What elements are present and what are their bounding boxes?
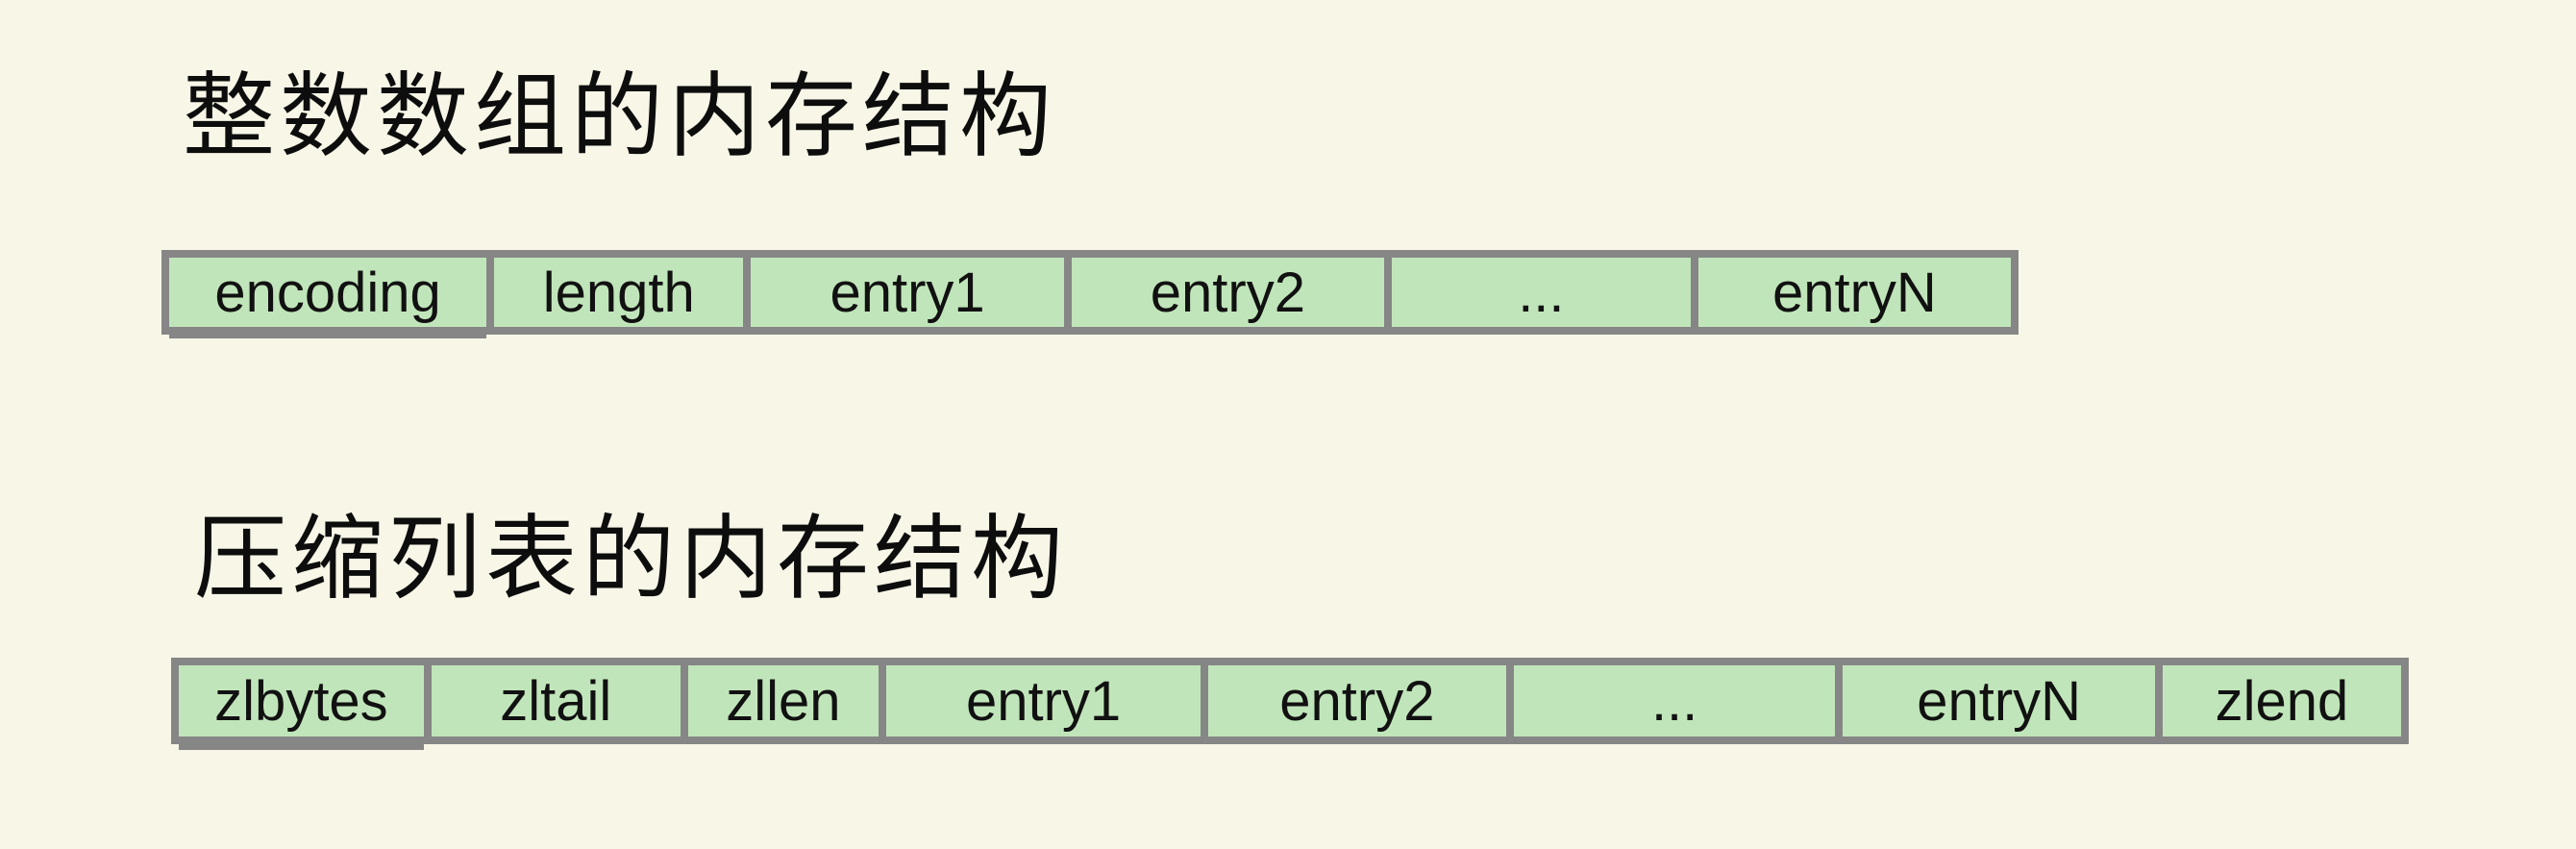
memory-cell: length xyxy=(494,258,744,327)
memory-cell: entry2 xyxy=(1207,665,1506,737)
memory-cell: entry2 xyxy=(1071,258,1384,327)
memory-cell: entry1 xyxy=(751,258,1064,327)
memory-cell: zltail xyxy=(431,665,681,737)
memory-cell: ... xyxy=(1513,665,1836,737)
ziplist-title: 压缩列表的内存结构 xyxy=(194,508,1068,611)
memory-cell: entryN xyxy=(1843,665,2155,737)
memory-cell: entry1 xyxy=(886,665,1201,737)
memory-cell: ... xyxy=(1392,258,1691,327)
intset-title: 整数数组的内存结构 xyxy=(183,65,1056,168)
memory-cell: zlend xyxy=(2162,665,2401,737)
memory-cell: zlbytes xyxy=(179,665,424,737)
memory-cell: encoding xyxy=(169,258,487,327)
memory-cell: zllen xyxy=(687,665,879,737)
memory-cell: entryN xyxy=(1697,258,2012,327)
